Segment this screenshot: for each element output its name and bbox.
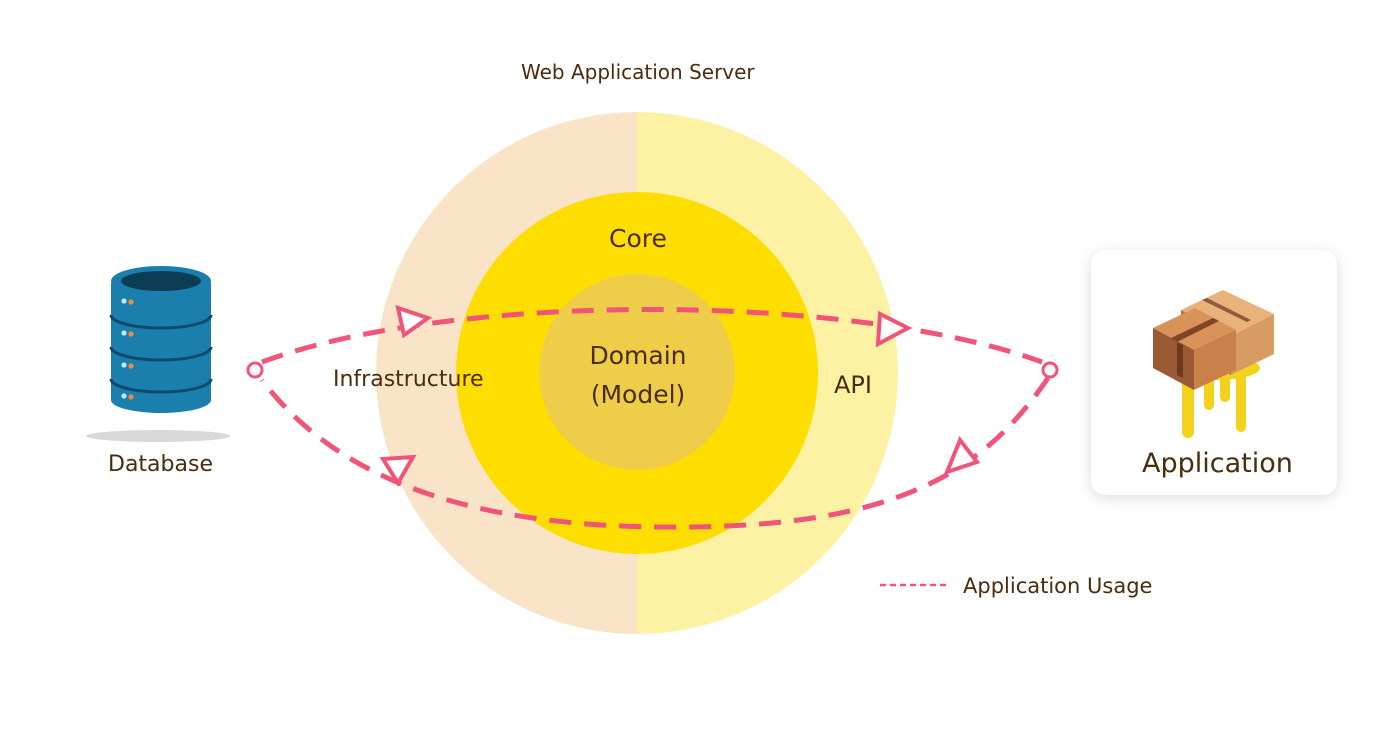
arrowhead-lower-left bbox=[379, 454, 417, 487]
application-label: Application bbox=[1142, 448, 1293, 479]
application-usage-flow bbox=[260, 307, 1051, 530]
core-label: Core bbox=[609, 224, 667, 253]
package-icon bbox=[1153, 290, 1274, 438]
api-label: API bbox=[834, 371, 872, 399]
server-label: Web Application Server bbox=[521, 60, 755, 84]
legend-label: Application Usage bbox=[963, 574, 1153, 598]
arrowhead-upper-right bbox=[875, 310, 913, 348]
flow-start-node bbox=[246, 361, 264, 379]
flow-lower-path bbox=[260, 376, 1051, 530]
database-ring-2 bbox=[109, 346, 213, 362]
infrastructure-label: Infrastructure bbox=[333, 367, 484, 392]
domain-label: Domain bbox=[589, 341, 687, 370]
domain-sub-label: (Model) bbox=[590, 380, 686, 409]
application-card bbox=[1091, 250, 1337, 495]
flow-arrowheads bbox=[379, 304, 981, 487]
arrowhead-lower-right bbox=[943, 436, 981, 476]
domain-circle bbox=[539, 274, 735, 470]
database-leds bbox=[121, 298, 134, 400]
database-body bbox=[111, 283, 211, 413]
domain-label-block: Domain (Model) bbox=[540, 336, 736, 414]
arrowhead-upper-left bbox=[395, 304, 433, 339]
database-label: Database bbox=[108, 452, 213, 477]
database-top-hole bbox=[121, 271, 201, 291]
database-shadow bbox=[86, 430, 230, 442]
database-ring-1 bbox=[109, 314, 213, 330]
flow-end-node bbox=[1041, 361, 1059, 379]
database-icon bbox=[86, 266, 230, 442]
flow-upper-path bbox=[261, 307, 1043, 365]
database-ring-3 bbox=[109, 378, 213, 394]
